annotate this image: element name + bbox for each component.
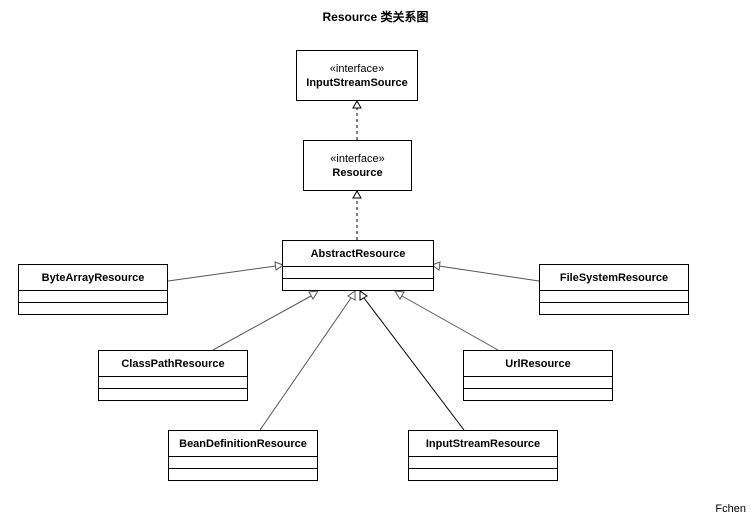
class-attributes-compartment	[99, 377, 247, 389]
class-bean-definition-resource[interactable]: BeanDefinitionResource	[168, 430, 318, 481]
class-name-section: ClassPathResource	[99, 351, 247, 377]
generalization-arrowhead-input-stream	[359, 290, 368, 301]
author-label: Fchen	[715, 503, 746, 515]
interface-stereotype-label: «interface»	[330, 152, 385, 165]
interface-resource[interactable]: «interface» Resource	[303, 140, 412, 191]
realization-arrowhead-input-stream-source	[352, 99, 362, 109]
class-operations-compartment	[283, 279, 433, 291]
class-attributes-compartment	[283, 267, 433, 279]
class-byte-array-resource[interactable]: ByteArrayResource	[18, 264, 168, 315]
class-attributes-compartment	[169, 457, 317, 469]
realization-arrowhead-resource	[352, 189, 362, 199]
class-name-label: AbstractResource	[310, 247, 406, 260]
class-name-section: InputStreamResource	[409, 431, 557, 457]
generalization-arrowhead-class-path	[308, 290, 319, 300]
class-operations-compartment	[540, 303, 688, 315]
class-abstract-resource[interactable]: AbstractResource	[282, 240, 434, 291]
class-name-label: ByteArrayResource	[41, 271, 145, 284]
class-operations-compartment	[464, 389, 612, 401]
class-class-path-resource[interactable]: ClassPathResource	[98, 350, 248, 401]
class-operations-compartment	[169, 469, 317, 481]
class-name-section: FileSystemResource	[540, 265, 688, 291]
generalization-arrowhead-byte-array	[274, 261, 285, 271]
generalization-arrowhead-file-system	[430, 261, 441, 271]
class-operations-compartment	[99, 389, 247, 401]
class-input-stream-resource[interactable]: InputStreamResource	[408, 430, 558, 481]
class-name-label: InputStreamResource	[425, 437, 541, 450]
class-file-system-resource[interactable]: FileSystemResource	[539, 264, 689, 315]
class-name-label: BeanDefinitionResource	[179, 437, 307, 450]
generalization-line-class-path	[212, 295, 312, 351]
generalization-arrowhead-url	[394, 290, 405, 300]
class-operations-compartment	[409, 469, 557, 481]
generalization-line-bean-definition	[259, 297, 352, 431]
interface-stereotype-label: «interface»	[329, 62, 385, 75]
class-name-label: FileSystemResource	[559, 271, 669, 284]
diagram-title: Resource 类关系图	[322, 10, 429, 24]
class-attributes-compartment	[540, 291, 688, 303]
generalization-arrowhead-bean-definition	[347, 290, 356, 301]
class-name-label: ClassPathResource	[121, 357, 225, 370]
generalization-line-byte-array	[167, 265, 277, 282]
class-name-section: ByteArrayResource	[19, 265, 167, 291]
interface-name-label: Resource	[332, 166, 383, 179]
generalization-line-file-system	[438, 265, 540, 282]
interface-input-stream-source[interactable]: «interface» InputStreamSource	[296, 50, 418, 101]
class-name-section: BeanDefinitionResource	[169, 431, 317, 457]
class-attributes-compartment	[19, 291, 167, 303]
class-url-resource[interactable]: UrlResource	[463, 350, 613, 401]
class-name-label: UrlResource	[505, 357, 571, 370]
class-attributes-compartment	[464, 377, 612, 389]
class-name-section: AbstractResource	[283, 241, 433, 267]
class-operations-compartment	[19, 303, 167, 315]
interface-name-label: InputStreamSource	[306, 76, 408, 89]
generalization-line-url	[401, 295, 499, 351]
class-attributes-compartment	[409, 457, 557, 469]
generalization-line-input-stream	[363, 297, 465, 431]
class-name-section: UrlResource	[464, 351, 612, 377]
